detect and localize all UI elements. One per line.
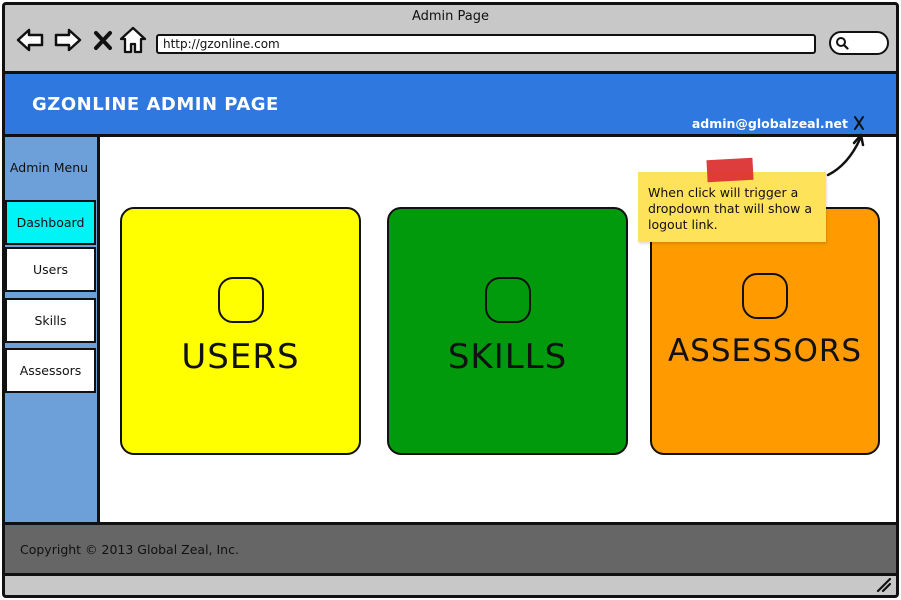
sidebar-title: Admin Menu <box>9 160 89 175</box>
page-title: GZONLINE ADMIN PAGE <box>32 94 279 115</box>
tile-label: ASSESSORS <box>667 333 863 369</box>
home-icon <box>119 26 147 54</box>
search-icon <box>836 37 849 50</box>
window-title: Admin Page <box>411 9 490 24</box>
home-button[interactable] <box>118 25 148 55</box>
search-field[interactable] <box>829 31 889 55</box>
page-header: GZONLINE ADMIN PAGE admin@globalzeal.net <box>5 71 896 137</box>
dashboard-content: USERS SKILLS ASSESSORS <box>100 137 896 522</box>
sidebar-item-users[interactable]: Users <box>5 247 96 292</box>
stop-button[interactable] <box>91 25 115 55</box>
forward-button[interactable] <box>53 25 83 55</box>
address-bar[interactable]: http://gzonline.com <box>156 34 816 54</box>
back-button[interactable] <box>15 25 45 55</box>
page-footer: Copyright © 2013 Global Zeal, Inc. <box>5 522 896 576</box>
rounded-square-icon <box>484 277 531 323</box>
skills-tile[interactable]: SKILLS <box>387 207 628 455</box>
tile-label: USERS <box>181 337 300 377</box>
sidebar-item-label: Assessors <box>19 363 82 378</box>
arrow-right-icon <box>54 28 82 52</box>
sidebar-item-skills[interactable]: Skills <box>5 298 96 343</box>
sidebar-item-dashboard[interactable]: Dashboard <box>5 200 96 245</box>
assessors-tile[interactable]: ASSESSORS <box>650 207 880 455</box>
users-tile[interactable]: USERS <box>120 207 361 455</box>
cursor-icon <box>854 116 864 130</box>
note-tape <box>706 157 754 183</box>
annotation-arrow <box>826 133 865 177</box>
sidebar-item-label: Users <box>32 262 68 277</box>
tile-label: SKILLS <box>447 337 568 377</box>
rounded-square-icon <box>217 277 264 323</box>
user-email-link[interactable]: admin@globalzeal.net <box>691 116 848 131</box>
sidebar-item-label: Dashboard <box>16 215 85 230</box>
sidebar-item-label: Skills <box>34 313 67 328</box>
sidebar-item-assessors[interactable]: Assessors <box>5 348 96 393</box>
copyright-text: Copyright © 2013 Global Zeal, Inc. <box>20 542 239 557</box>
arrow-left-icon <box>16 28 44 52</box>
close-icon <box>94 31 112 50</box>
rounded-square-icon <box>742 273 788 319</box>
resize-grip-icon[interactable] <box>875 576 891 592</box>
annotation-note: When click will trigger a dropdown that … <box>638 172 826 242</box>
admin-sidebar: Admin Menu Dashboard Users Skills Assess… <box>5 137 100 522</box>
